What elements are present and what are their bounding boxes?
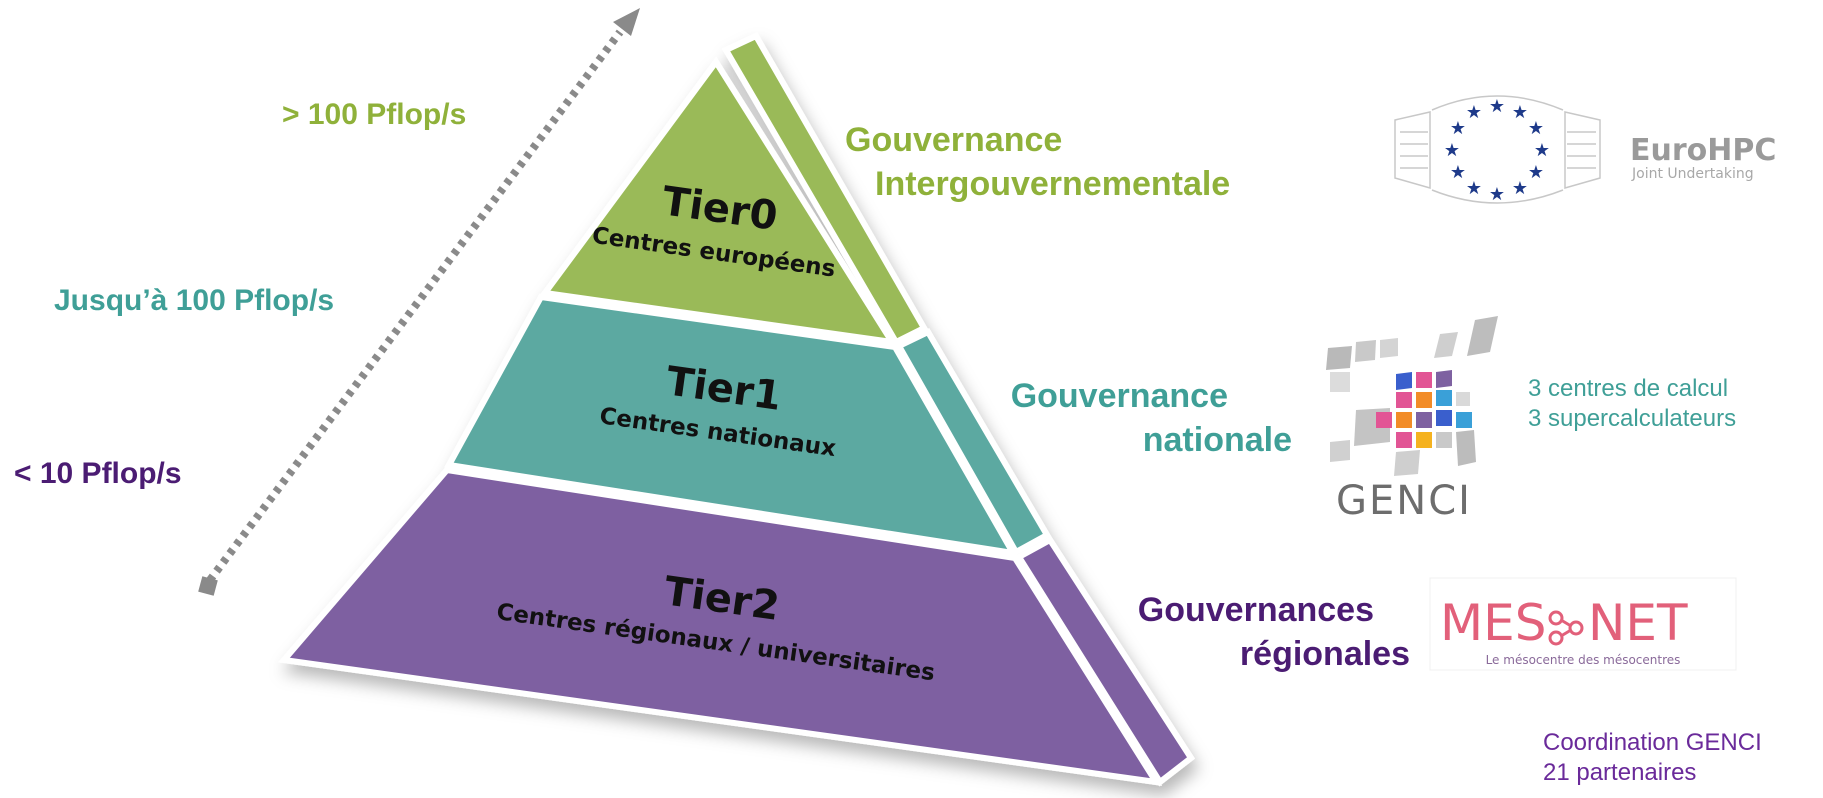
- genci-name: GENCI: [1336, 478, 1472, 524]
- arrow-head-up: [613, 8, 640, 36]
- svg-text:★: ★: [1512, 102, 1528, 123]
- eurohpc-logo: ★ ★ ★ ★ ★ ★ ★ ★ ★ ★ ★ ★ EuroHPC Joint Un…: [1394, 95, 1776, 205]
- tier0-side: [721, 32, 929, 346]
- tier0-face[interactable]: [539, 56, 898, 346]
- genci-notes: 3 centres de calcul 3 supercalculateurs: [1528, 374, 1736, 434]
- svg-text:★: ★: [1466, 178, 1482, 199]
- governance-tier1: Gouvernance nationale: [992, 374, 1292, 462]
- share-nodes-icon: [1548, 610, 1584, 646]
- tier2-side: [1014, 536, 1196, 787]
- governance-tier1-line2: nationale: [1142, 421, 1292, 459]
- governance-tier0-line1: Gouvernance: [845, 121, 1063, 159]
- genci-note-2: 3 supercalculateurs: [1528, 405, 1737, 432]
- arrow-end-down: [198, 576, 218, 596]
- svg-text:★: ★: [1444, 140, 1460, 161]
- genci-mosaic-icon: [1326, 316, 1498, 476]
- mesonet-logo: MES NET Le mésocentre des mésocentres: [1429, 577, 1737, 671]
- svg-text:★: ★: [1528, 118, 1544, 139]
- tier1-side: [894, 328, 1052, 557]
- svg-text:★: ★: [1466, 102, 1482, 123]
- svg-text:★: ★: [1489, 184, 1505, 205]
- svg-text:★: ★: [1534, 140, 1550, 161]
- genci-note-1: 3 centres de calcul: [1528, 375, 1729, 402]
- perf-top-label: > 100 Pflop/s: [282, 98, 467, 131]
- governance-tier2: Gouvernances régionales: [1110, 588, 1410, 676]
- double-arrow: [198, 8, 640, 596]
- governance-tier0-line2: Intergouvernementale: [875, 165, 1231, 203]
- arrow-shaft: [206, 29, 624, 583]
- svg-text:★: ★: [1450, 118, 1466, 139]
- eurohpc-name: EuroHPC: [1630, 133, 1776, 168]
- mesonet-notes: Coordination GENCI 21 partenaires: [1543, 728, 1762, 788]
- tier2-face[interactable]: [278, 466, 1162, 786]
- governance-tier0: Gouvernance Intergouvernementale: [845, 118, 1230, 206]
- svg-text:★: ★: [1450, 162, 1466, 183]
- perf-middle-label: Jusqu’à 100 Pflop/s: [54, 284, 335, 317]
- genci-logo: GENCI: [1326, 316, 1498, 524]
- eu-stars-circle-icon: [1394, 95, 1601, 204]
- mesonet-note-1: Coordination GENCI: [1543, 729, 1762, 756]
- governance-tier2-line1: Gouvernances: [1137, 591, 1374, 629]
- eurohpc-tagline: Joint Undertaking: [1631, 166, 1754, 182]
- tier1-face[interactable]: [444, 293, 1019, 557]
- governance-tier2-line2: régionales: [1239, 635, 1410, 673]
- perf-bottom-label: < 10 Pflop/s: [14, 457, 182, 490]
- svg-text:★: ★: [1528, 162, 1544, 183]
- svg-text:★: ★: [1512, 178, 1528, 199]
- svg-text:★: ★: [1489, 96, 1505, 117]
- mesonet-tagline: Le mésocentre des mésocentres: [1486, 653, 1681, 667]
- mesonet-name-left: MES: [1440, 594, 1546, 652]
- mesonet-name-right: NET: [1588, 594, 1688, 652]
- mesonet-note-2: 21 partenaires: [1543, 759, 1697, 786]
- governance-tier1-line1: Gouvernance: [1010, 377, 1228, 415]
